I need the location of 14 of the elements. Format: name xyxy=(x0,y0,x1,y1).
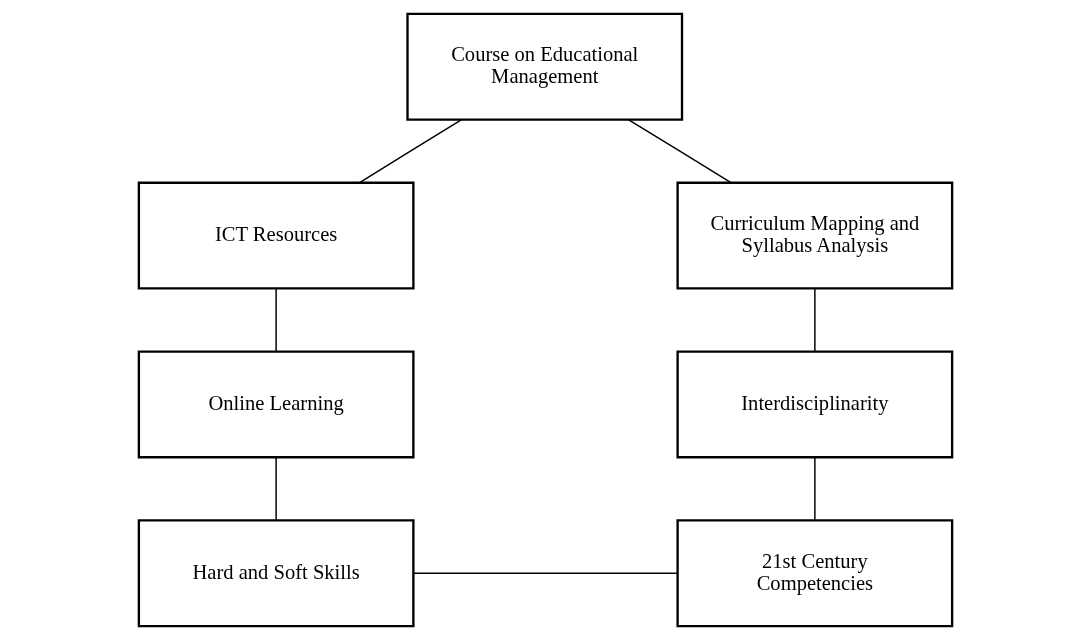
connector xyxy=(358,119,462,184)
node-box: Course on Educational Management xyxy=(405,12,683,121)
connector xyxy=(813,456,816,521)
node-box: Hard and Soft Skills xyxy=(137,519,415,628)
node-box: Curriculum Mapping and Syllabus Analysis xyxy=(675,181,953,290)
node-box: Interdisciplinarity xyxy=(675,350,953,459)
node-box: Online Learning xyxy=(137,350,415,459)
connector xyxy=(813,287,816,353)
node-box: ICT Resources xyxy=(137,181,415,290)
connector xyxy=(274,287,277,353)
node-box: 21st Century Competencies xyxy=(675,519,953,628)
connector xyxy=(627,119,732,184)
connector xyxy=(274,456,277,521)
connector xyxy=(412,572,678,574)
